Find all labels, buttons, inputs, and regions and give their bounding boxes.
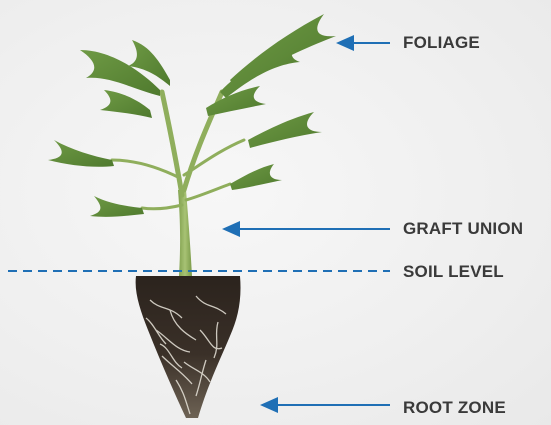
soil-level-label: SOIL LEVEL: [403, 262, 504, 282]
root-zone-label: ROOT ZONE: [403, 398, 506, 418]
root-zone-arrow-icon: [260, 397, 390, 413]
root-ball: [136, 276, 241, 418]
plant-foliage-icon: [48, 14, 336, 217]
foliage-label: FOLIAGE: [403, 33, 480, 53]
graft-union-label: GRAFT UNION: [403, 219, 523, 239]
foliage-arrow-icon: [336, 35, 390, 51]
plant-stem-icon: [178, 190, 192, 276]
graft-union-arrow-icon: [222, 221, 390, 237]
root-plug-shape: [136, 276, 241, 418]
